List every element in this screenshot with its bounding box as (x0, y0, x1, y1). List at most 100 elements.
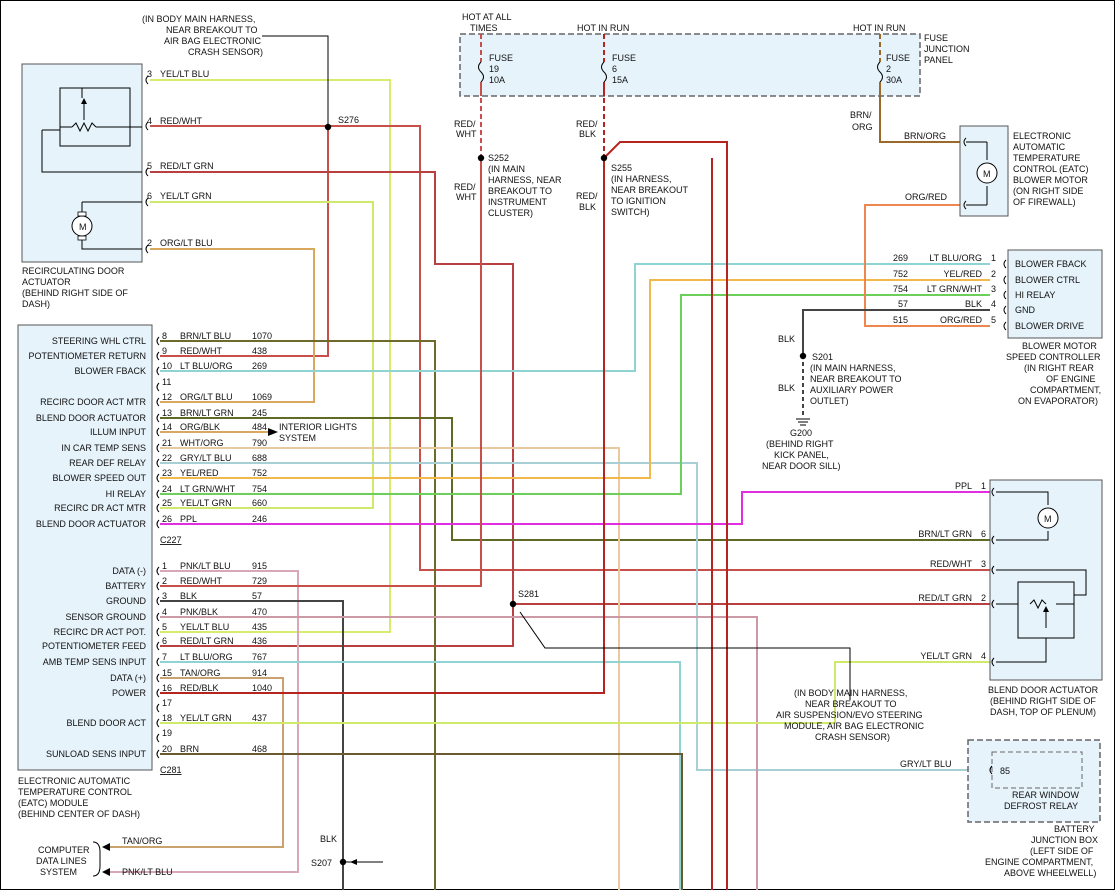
circuit-number: 752 (893, 269, 908, 279)
hot-label-b: HOT IN RUN (577, 23, 629, 33)
connector-pin-icon (145, 244, 149, 254)
connector-pin-icon (145, 197, 149, 207)
svg-text:BREAKOUT TO: BREAKOUT TO (488, 186, 552, 196)
wire-labels-blower: BRN/ ORG BRN/ORG ORG/RED (850, 110, 948, 202)
pin-number: 1 (981, 481, 986, 491)
circuit-number: 468 (252, 744, 267, 754)
pin-function-label: POTENTIOMETER FEED (42, 641, 147, 651)
recirc-door-actuator: M 3 YEL/LT BLU 4 RED/WHT 5 RED/LT GRN 6 … (21, 63, 214, 309)
pin-number: 9 (162, 346, 167, 356)
svg-text:M: M (983, 169, 991, 179)
connector-pin-icon (156, 366, 160, 376)
svg-text:CRASH SENSOR): CRASH SENSOR) (188, 47, 263, 57)
pin-number: 25 (162, 498, 172, 508)
splice-label-s252: S252 (488, 153, 509, 163)
connector-pin-icon (156, 688, 160, 698)
wire-c281-pin7 (160, 661, 681, 890)
svg-text:ORG/LT BLU: ORG/LT BLU (160, 238, 213, 248)
pin-number: 23 (162, 468, 172, 478)
svg-text:AIR BAG ELECTRONIC: AIR BAG ELECTRONIC (164, 36, 262, 46)
svg-text:10A: 10A (489, 75, 505, 85)
pin-function-label: RECIRC DR ACT MTR (54, 503, 146, 513)
circuit-number: 754 (252, 484, 267, 494)
splice-label-s276: S276 (338, 115, 359, 125)
connector-pin-icon (156, 503, 160, 513)
splice-dots: S276 (324, 115, 807, 866)
wire-c281-pin15 (110, 677, 284, 848)
svg-text:AIR SUSPENSION/EVO STEERING: AIR SUSPENSION/EVO STEERING (776, 710, 923, 720)
wire-color-label: BRN/LT GRN (180, 408, 234, 418)
connector-pin-icon (145, 121, 149, 131)
connector-pin-icon (156, 581, 160, 591)
eatc-blower-motor: M ELECTRONIC AUTOMATIC TEMPERATURE CONTR… (959, 125, 1089, 217)
svg-text:SYSTEM: SYSTEM (279, 433, 316, 443)
pin-function-label: RECIRC DR ACT POT. (54, 627, 146, 637)
blend-resistor-icon (1029, 599, 1074, 610)
pin-function-label: BLOWER DRIVE (1015, 321, 1084, 331)
wire-color-label: YEL/RED (943, 269, 982, 279)
wire-c227-pin21 (160, 447, 620, 890)
pin-function-label: DATA (-) (112, 566, 146, 576)
circuit-number: 269 (252, 361, 267, 371)
svg-text:SYSTEM: SYSTEM (40, 867, 77, 877)
connector-pin-icon (991, 599, 995, 609)
splice-s201 (799, 352, 807, 360)
wire-color-label: PNK/LT BLU (180, 561, 231, 571)
wire-color-label: BRN/LT BLU (180, 331, 231, 341)
pin-number: 15 (162, 668, 172, 678)
splice-note-s281: S281 (IN BODY MAIN HARNESS, NEAR BREAKOU… (518, 589, 925, 742)
svg-text:(IN BODY MAIN HARNESS,: (IN BODY MAIN HARNESS, (142, 14, 255, 24)
wire-color-label: RED/BLK (180, 683, 219, 693)
wire-color-label: BRN (180, 744, 199, 754)
svg-text:SWITCH): SWITCH) (611, 207, 650, 217)
svg-text:30A: 30A (886, 75, 902, 85)
svg-text:KICK PANEL,: KICK PANEL, (774, 450, 829, 460)
connector-pin-icon (156, 427, 160, 437)
svg-text:ON EVAPORATOR): ON EVAPORATOR) (1018, 396, 1098, 406)
pin-function-label: BLOWER CTRL (1015, 275, 1080, 285)
wires-layer (110, 35, 990, 890)
battery-junction-outline (967, 739, 1101, 823)
circuit-number: 436 (252, 636, 267, 646)
pin-function-label: RECIRC DOOR ACT MTR (40, 397, 146, 407)
svg-text:ENGINE COMPARTMENT,: ENGINE COMPARTMENT, (985, 857, 1093, 867)
connector-pin-icon (156, 612, 160, 622)
wire-c227-pin23 (160, 279, 990, 479)
svg-text:RECIRCULATING DOOR: RECIRCULATING DOOR (22, 266, 125, 276)
pin-function-label: BLEND DOOR ACTUATOR (36, 519, 147, 529)
pin-function-label: POWER (112, 688, 147, 698)
wire-blower-org-red (864, 204, 990, 327)
svg-text:INSTRUMENT: INSTRUMENT (488, 197, 547, 207)
pin-number: 4 (162, 607, 167, 617)
svg-text:(IN BODY MAIN HARNESS,: (IN BODY MAIN HARNESS, (794, 688, 907, 698)
circuit-number: 57 (898, 299, 908, 309)
wire-c281-pin2 (160, 160, 482, 587)
wire-color-label: PPL (955, 481, 972, 491)
svg-text:CLUSTER): CLUSTER) (488, 208, 533, 218)
wire-labels-s255: RED/ BLK RED/ BLK S255 (IN HARNESS, NEAR… (576, 119, 689, 217)
wire-color-label: WHT/ORG (180, 438, 224, 448)
pin-function-label: IN CAR TEMP SENS (61, 443, 146, 453)
splice-s281 (509, 600, 517, 608)
speed-controller-box (1007, 249, 1103, 339)
circuit-number: 767 (252, 652, 267, 662)
connector-pin-icon (156, 397, 160, 407)
circuit-number: 915 (252, 561, 267, 571)
svg-text:RED/LT GRN: RED/LT GRN (160, 161, 214, 171)
svg-text:REAR WINDOW: REAR WINDOW (1012, 790, 1080, 800)
svg-text:2: 2 (886, 64, 891, 74)
svg-text:GRY/LT BLU: GRY/LT BLU (900, 759, 952, 769)
pin-number: 2 (162, 576, 167, 586)
wire-color-label: ORG/RED (940, 315, 983, 325)
wire-color-label: TAN/ORG (180, 668, 220, 678)
pin-number: 12 (162, 392, 172, 402)
connector-pin-icon (156, 336, 160, 346)
connector-pin-icon (156, 519, 160, 529)
svg-text:BLK: BLK (778, 383, 795, 393)
hot-label-c: HOT IN RUN (853, 23, 905, 33)
connector-pin-icon (156, 627, 160, 637)
pin-function-label: BLOWER FBACK (1015, 259, 1087, 269)
connector-pin-icon (156, 718, 160, 728)
